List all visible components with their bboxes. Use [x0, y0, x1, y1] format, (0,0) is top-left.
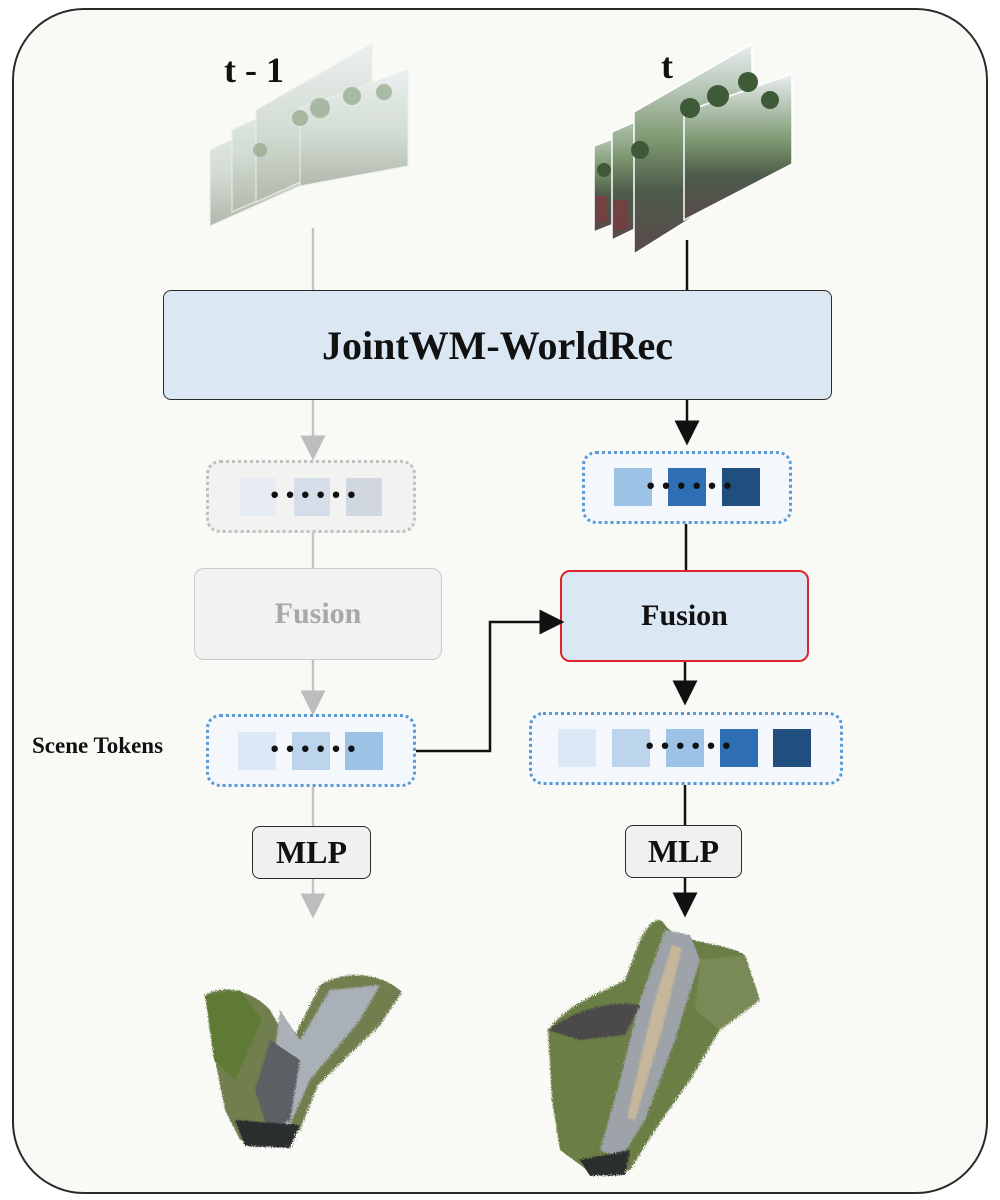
prev-token-1: [240, 478, 276, 516]
fused-token-2: [612, 729, 650, 767]
prev-token-3: [346, 478, 382, 516]
prev-token-2: [294, 478, 330, 516]
jointwm-worldrec-box: JointWM-WorldRec: [163, 290, 832, 400]
diagram-frame: [12, 8, 988, 1194]
scene-token-3: [345, 732, 383, 770]
curr-token-1: [614, 468, 652, 506]
fused-token-4: [720, 729, 758, 767]
scene-token-dots: ······: [268, 726, 361, 771]
arrow-scene-tokens-to-fusion-curr: [416, 609, 565, 753]
scene-tokens-label: Scene Tokens: [32, 733, 164, 758]
time-label-curr: t: [661, 46, 673, 86]
fusion-curr-box: Fusion: [560, 570, 809, 662]
curr-token-dots: ······: [644, 463, 737, 508]
curr-token-3: [722, 468, 760, 506]
scene-token-2: [292, 732, 330, 770]
fusion-prev-label: Fusion: [274, 597, 362, 630]
mlp-curr-label: MLP: [647, 833, 720, 869]
time-label-prev: t - 1: [224, 50, 284, 90]
mlp-prev-label: MLP: [275, 834, 348, 870]
fused-token-1: [558, 729, 596, 767]
jointwm-worldrec-label: JointWM-WorldRec: [321, 322, 674, 368]
mlp-prev-box: MLP: [252, 826, 371, 879]
fusion-curr-label: Fusion: [641, 599, 728, 632]
prev-token-dots: ······: [268, 472, 361, 517]
fused-token-dots: ······: [643, 723, 736, 768]
scene-token-1: [238, 732, 276, 770]
fused-token-5: [773, 729, 811, 767]
curr-token-2: [668, 468, 706, 506]
fusion-prev-box: Fusion: [194, 568, 442, 660]
mlp-curr-box: MLP: [625, 825, 742, 878]
fused-token-3: [666, 729, 704, 767]
